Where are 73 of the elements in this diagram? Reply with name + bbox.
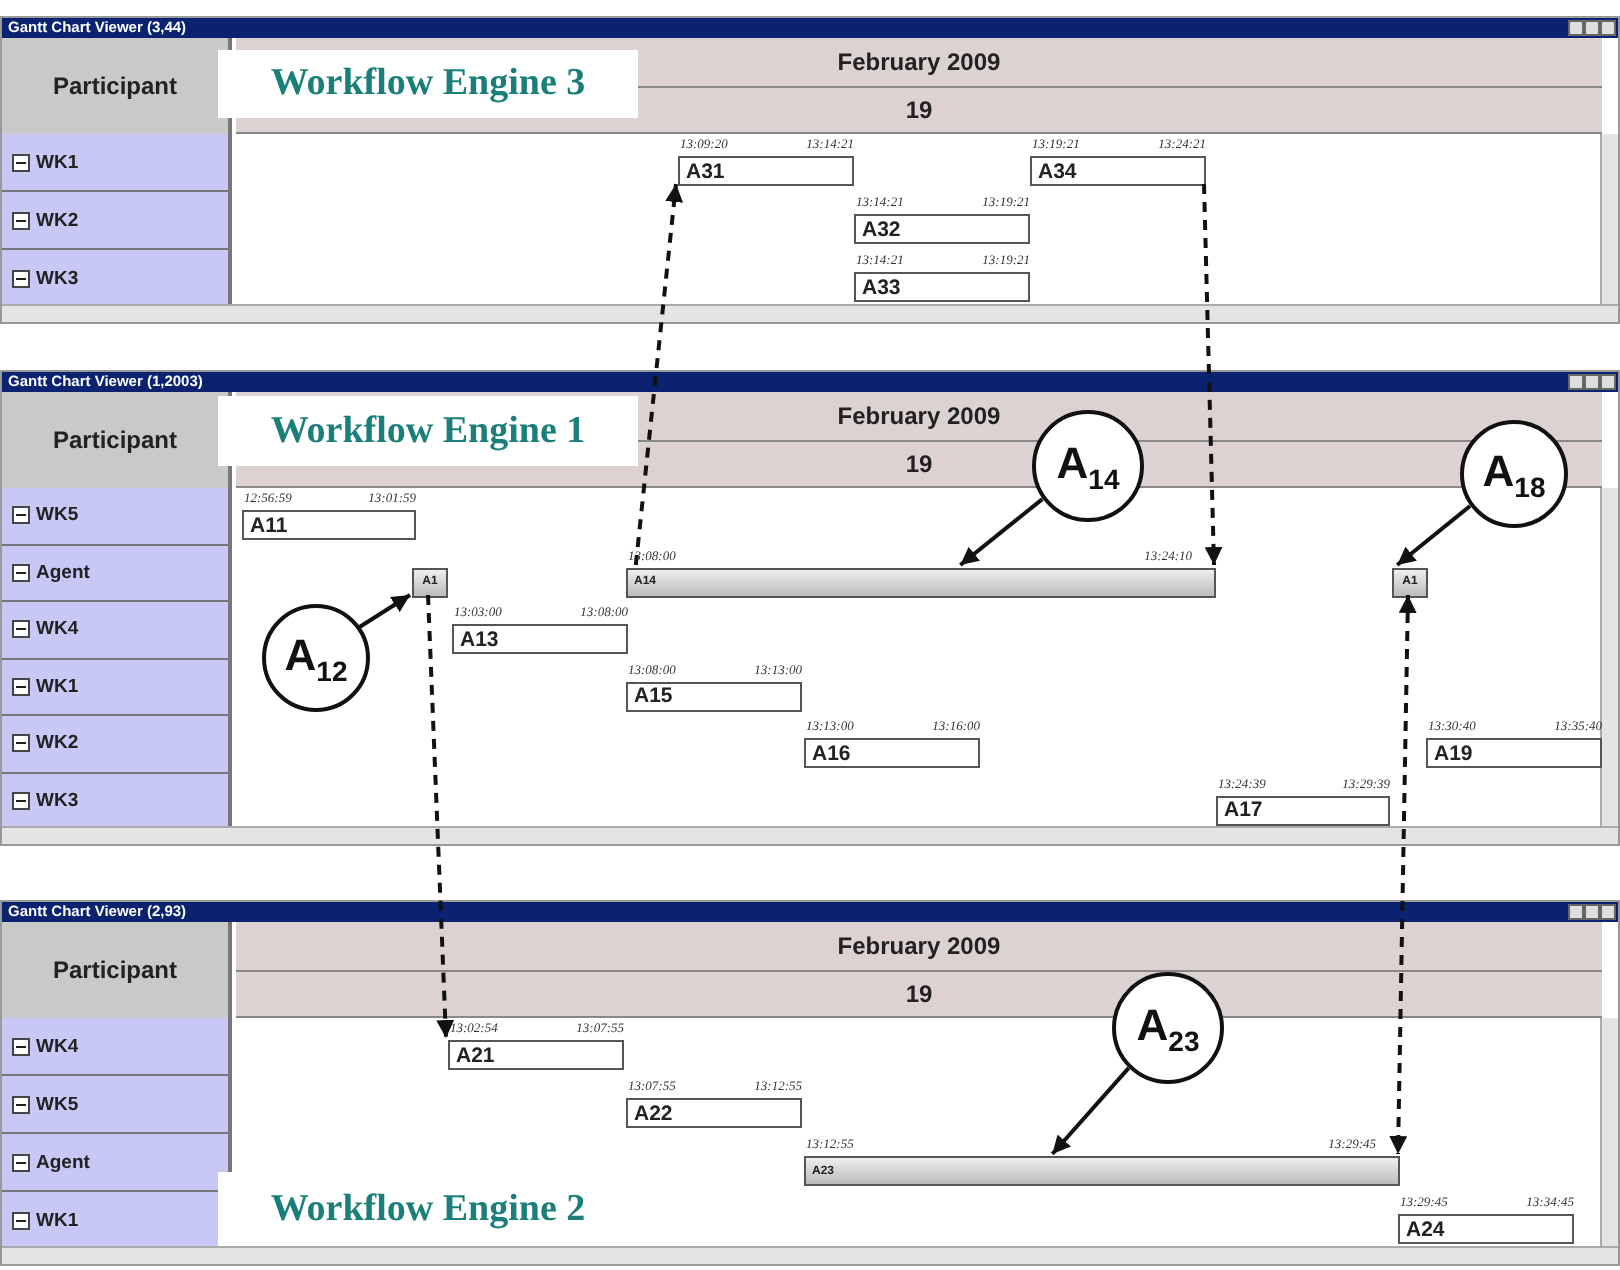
dashed-arrow xyxy=(633,183,684,566)
callout-label: A$_{14}$ xyxy=(1056,437,1120,495)
task-bar xyxy=(452,624,628,654)
callout-label: A$_{18}$ xyxy=(1482,445,1546,503)
task-bar xyxy=(854,214,1030,244)
participant-label: WK4 xyxy=(36,1035,79,1057)
task-bar xyxy=(626,1098,802,1128)
engine-title: Workflow Engine 1 xyxy=(270,409,586,453)
dashed-arrow xyxy=(426,594,455,1039)
engine-title: Workflow Engine 2 xyxy=(270,1187,586,1231)
chart-window xyxy=(0,900,1620,1266)
task-label: A31 xyxy=(686,159,725,183)
participant-label: WK2 xyxy=(36,732,79,755)
arrow xyxy=(1395,504,1472,567)
task-label: A13 xyxy=(460,627,499,651)
participant-label: WK1 xyxy=(36,675,79,698)
engine-label-panel xyxy=(218,396,638,466)
column-header: Participant xyxy=(52,426,177,454)
task-bar xyxy=(1398,1214,1574,1244)
engine-title: Workflow Engine 3 xyxy=(270,62,586,106)
participant-label: WK3 xyxy=(36,267,79,289)
dashed-arrow xyxy=(1202,183,1223,566)
task-bar xyxy=(804,1156,1400,1186)
task-bar xyxy=(448,1040,624,1070)
day-label: 19 xyxy=(905,980,933,1008)
participant-label: WK1 xyxy=(36,1209,79,1231)
column-header: Participant xyxy=(52,956,177,984)
task-label: A16 xyxy=(812,741,851,765)
task-label: A21 xyxy=(456,1043,495,1067)
task-bar xyxy=(804,738,980,768)
task-bar xyxy=(626,567,1216,597)
callout-circle xyxy=(262,604,370,712)
task-label: A11 xyxy=(250,513,288,537)
participant-label: WK5 xyxy=(36,1093,79,1115)
task-bar xyxy=(242,510,416,540)
task-bar xyxy=(412,567,448,597)
day-label: 19 xyxy=(905,450,933,478)
task-bar xyxy=(1216,795,1390,825)
task-label: A15 xyxy=(634,684,673,708)
participant-label: WK3 xyxy=(36,789,79,812)
task-bar xyxy=(1426,738,1602,768)
engine-label-panel xyxy=(218,50,638,118)
chart-window xyxy=(0,16,1620,324)
task-label: A19 xyxy=(1434,741,1473,765)
task-bar xyxy=(854,272,1030,302)
day-label: 19 xyxy=(905,96,933,124)
arrow xyxy=(358,593,412,629)
callout-label: A$_{12}$ xyxy=(284,629,348,687)
task-label: A33 xyxy=(862,275,901,299)
task-bar xyxy=(1030,156,1206,186)
callout-label: A$_{23}$ xyxy=(1136,999,1200,1057)
chart-window xyxy=(0,370,1620,846)
participant-label: WK4 xyxy=(36,618,79,641)
task-bar xyxy=(1392,567,1428,597)
task-bar xyxy=(678,156,854,186)
task-label: A24 xyxy=(1406,1217,1445,1241)
month-label: February 2009 xyxy=(837,48,1001,76)
task-label: A34 xyxy=(1038,159,1077,183)
participant-label: WK5 xyxy=(36,504,79,527)
task-bar xyxy=(626,681,802,711)
arrow xyxy=(959,497,1044,567)
month-label: February 2009 xyxy=(837,932,1001,960)
task-label: A17 xyxy=(1224,798,1263,822)
month-label: February 2009 xyxy=(837,402,1001,430)
dashed-arrow xyxy=(1389,594,1417,1155)
task-label: A32 xyxy=(862,217,901,241)
task-label: A22 xyxy=(634,1101,673,1125)
participant-label: Agent xyxy=(36,561,90,584)
participant-label: WK1 xyxy=(36,151,79,173)
arrow xyxy=(1050,1066,1131,1156)
participant-label: WK2 xyxy=(36,209,79,231)
participant-label: Agent xyxy=(36,1151,90,1173)
column-header: Participant xyxy=(52,72,177,100)
